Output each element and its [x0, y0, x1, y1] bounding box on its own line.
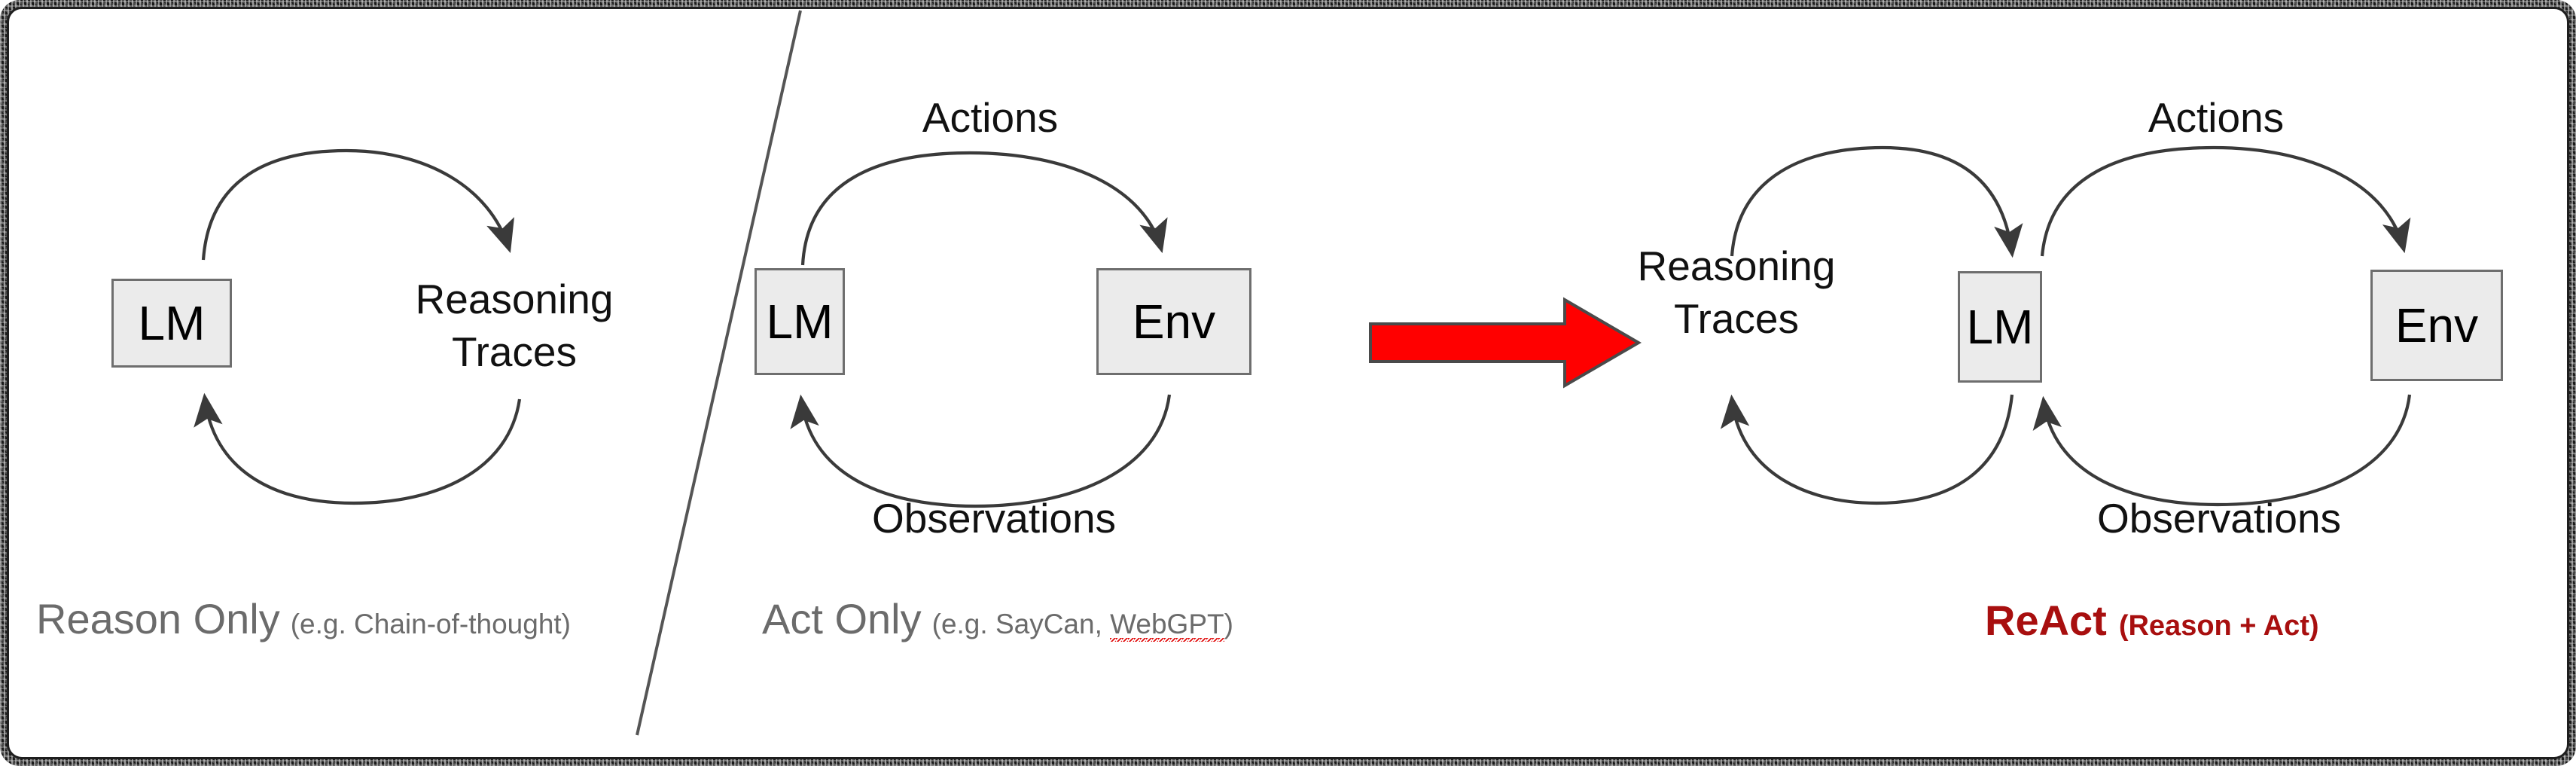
react-reasoning-traces-line-2: Traces [1673, 295, 1800, 343]
act-only-loop [790, 151, 1172, 508]
react-caption: ReAct (Reason + Act) [1985, 600, 2319, 642]
act-only-caption-sub-plain: (e.g. SayCan, [931, 609, 1111, 639]
react-reasoning-traces-return-arrow [1720, 394, 2014, 505]
react-lm-box[interactable]: LM [1958, 271, 2042, 383]
react-observations-label: Observations [2097, 495, 2342, 542]
act-only-lm-box[interactable]: LM [755, 268, 845, 375]
react-reason-loop [1720, 145, 2023, 505]
reason-only-caption-main: Reason Only [36, 595, 280, 642]
react-env-box[interactable]: Env [2370, 270, 2503, 381]
reason-only-caption-sub: (e.g. Chain-of-thought) [290, 609, 571, 639]
reason-only-caption: Reason Only (e.g. Chain-of-thought) [36, 598, 571, 640]
reason-only-loop [194, 148, 522, 505]
diagonal-divider [636, 10, 802, 736]
act-only-caption: Act Only (e.g. SayCan, WebGPT) [762, 595, 1233, 642]
act-only-caption-sub-misspelled-word: WebGPT [1110, 609, 1224, 642]
react-actions-label: Actions [2148, 94, 2285, 141]
reason-only-lm-label: LM [138, 296, 206, 350]
act-only-lm-label: LM [766, 294, 834, 349]
react-lm-label: LM [1966, 300, 2034, 354]
act-only-caption-sub-tail: ) [1224, 609, 1233, 639]
react-env-label: Env [2395, 298, 2479, 352]
act-only-actions-label: Actions [922, 94, 1059, 141]
act-only-caption-main: Act Only [762, 595, 922, 642]
red-transition-arrow [1369, 297, 1642, 389]
react-reasoning-traces-label: Reasoning Traces [1623, 240, 1849, 346]
actions-arrow [800, 151, 1168, 266]
react-reasoning-traces-forward-arrow [1730, 145, 2023, 258]
reasoning-traces-line-1: Reasoning [415, 276, 614, 322]
act-only-env-label: Env [1132, 294, 1216, 349]
figure-inner-panel [7, 7, 2569, 759]
act-only-env-box[interactable]: Env [1096, 268, 1251, 375]
react-caption-sub: (Reason + Act) [2118, 610, 2319, 642]
reasoning-traces-forward-arrow [201, 148, 514, 261]
reason-only-lm-box[interactable]: LM [111, 279, 232, 368]
react-actions-arrow [2040, 145, 2411, 257]
observations-arrow [790, 394, 1172, 508]
react-act-loop [2032, 145, 2412, 507]
act-only-observations-label: Observations [872, 495, 1117, 542]
reasoning-traces-return-arrow [194, 392, 522, 505]
reasoning-traces-line-2: Traces [451, 328, 578, 376]
react-observations-arrow [2032, 394, 2412, 507]
reason-only-reasoning-traces-label: Reasoning Traces [401, 273, 627, 379]
react-reasoning-traces-line-1: Reasoning [1637, 243, 1836, 289]
react-caption-main: ReAct [1985, 597, 2107, 644]
